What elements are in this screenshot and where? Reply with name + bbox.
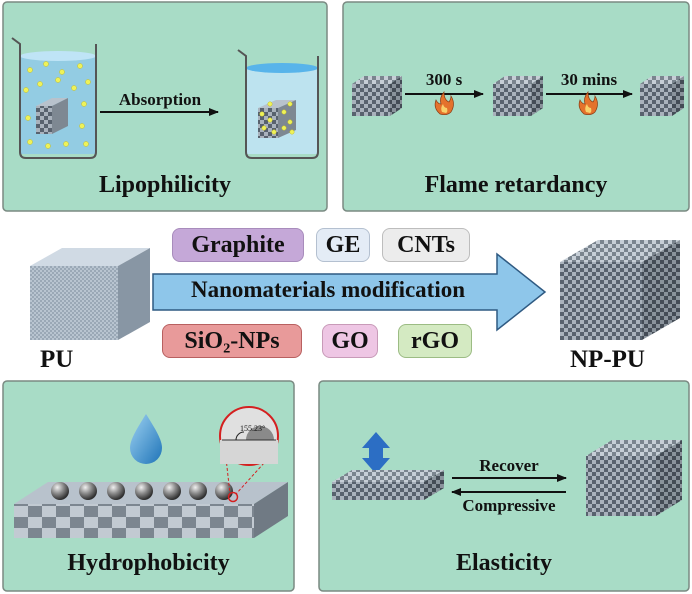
chip-go: GO bbox=[322, 324, 378, 358]
hydrophobicity-title: Hydrophobicity bbox=[67, 550, 230, 576]
pu-label: PU bbox=[40, 346, 74, 373]
contact-angle-value: 155.23° bbox=[240, 424, 266, 433]
np-pu-cube bbox=[560, 240, 680, 340]
modification-arrow bbox=[152, 252, 547, 332]
chip-sio2-nps: SiO₂-NPs bbox=[162, 324, 302, 358]
elasticity-title: Elasticity bbox=[456, 550, 552, 576]
flame-cube-2 bbox=[493, 76, 543, 116]
zoom-target bbox=[227, 491, 239, 503]
compressed-sponge bbox=[332, 470, 444, 500]
recovered-sponge bbox=[586, 440, 682, 516]
flame-cube-1 bbox=[352, 76, 402, 116]
np-pu-label: NP-PU bbox=[570, 346, 645, 373]
compress-arrows-icon bbox=[362, 432, 390, 474]
beaker-before bbox=[11, 37, 97, 159]
flame-icon bbox=[578, 91, 598, 116]
chip-ge: GE bbox=[316, 228, 370, 262]
flame-step2-label: 30 mins bbox=[560, 70, 618, 89]
absorption-label: Absorption bbox=[118, 90, 202, 109]
water-drop-icon bbox=[130, 414, 162, 464]
chip-cnts: CNTs bbox=[382, 228, 470, 262]
flame-retardancy-title: Flame retardancy bbox=[424, 172, 608, 198]
recover-label: Recover bbox=[479, 456, 539, 475]
pu-cube bbox=[30, 248, 150, 340]
flame-step1-label: 300 s bbox=[425, 70, 463, 89]
flame-icon bbox=[434, 91, 454, 116]
lipophilicity-title: Lipophilicity bbox=[98, 172, 232, 198]
modification-label: Nanomaterials modification bbox=[190, 277, 466, 302]
elasticity-panel bbox=[318, 380, 690, 592]
contact-angle-inset bbox=[219, 406, 279, 466]
chip-rgo: rGO bbox=[398, 324, 472, 358]
compressive-label: Compressive bbox=[462, 496, 556, 515]
beaker-after bbox=[237, 49, 319, 159]
flame-cube-3 bbox=[640, 76, 684, 116]
chip-graphite: Graphite bbox=[172, 228, 304, 262]
